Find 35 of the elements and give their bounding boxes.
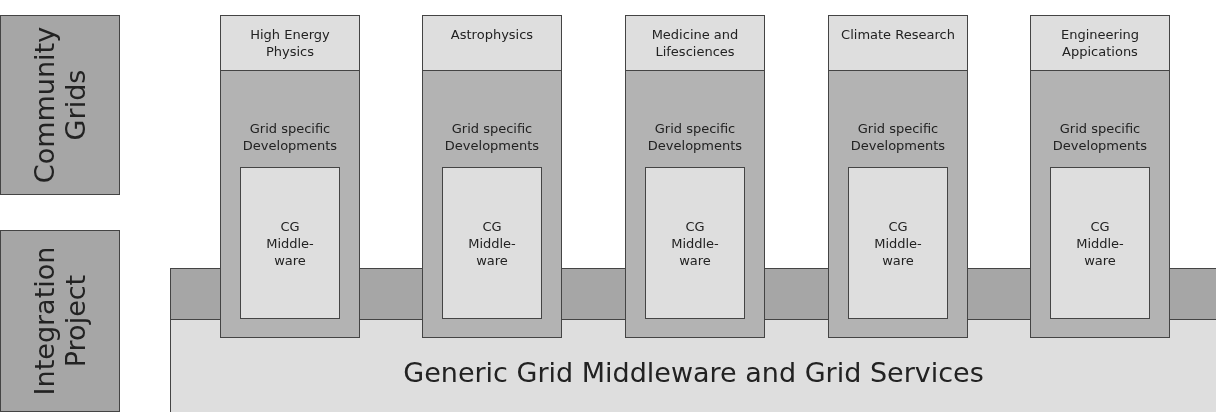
box-label: CG Middle- ware [467,218,517,269]
column-label: Grid specific Developments [1051,120,1149,154]
box-label: CG Middle- ware [265,218,315,269]
column-label: Grid specific Developments [849,120,947,154]
side-label-box [0,15,120,195]
middleware-box [848,167,948,319]
community-name: High Energy Physics [249,26,331,60]
side-label-box [0,230,120,412]
box-label: CG Middle- ware [670,218,720,269]
side-label: Integration Project [29,245,91,398]
community-column [1030,15,1170,338]
layer-title: Generic Grid Middleware and Grid Services [402,357,985,388]
middleware-box [1050,167,1150,319]
community-header-box [422,15,562,71]
community-column [422,15,562,338]
community-header-box [1030,15,1170,71]
box-label: CG Middle- ware [1075,218,1125,269]
community-name: Climate Research [840,26,956,43]
community-name: Astrophysics [449,26,535,43]
community-name: Medicine and Lifesciences [650,26,740,60]
community-column [220,15,360,338]
community-header-box [220,15,360,71]
community-column [625,15,765,338]
column-label: Grid specific Developments [443,120,541,154]
column-label: Grid specific Developments [646,120,744,154]
column-label: Grid specific Developments [241,120,339,154]
community-column [828,15,968,338]
community-header-box [625,15,765,71]
community-name: Engineering Appications [1060,26,1140,60]
middleware-box [645,167,745,319]
community-header-box [828,15,968,71]
middleware-box [442,167,542,319]
box-label: CG Middle- ware [873,218,923,269]
side-label: Community Grids [29,25,91,186]
middleware-box [240,167,340,319]
